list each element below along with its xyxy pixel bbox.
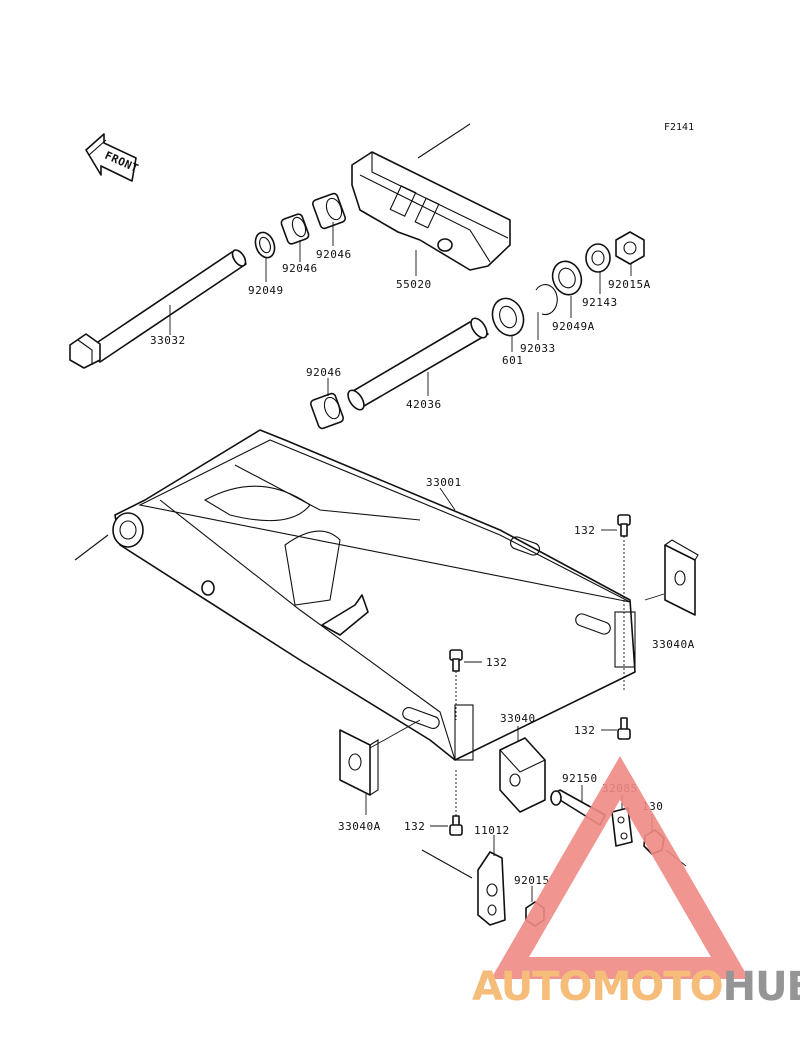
part-33040-adjuster-block [499, 737, 546, 813]
svg-text:AUTOMOTOHUB: AUTOMOTOHUB [472, 964, 800, 1010]
part-92143-collar [585, 243, 611, 273]
part-92033-circlip [535, 284, 558, 316]
part-92049A-seal [551, 260, 583, 296]
part-33040A-bracket-left [339, 729, 379, 796]
label-33032: 33032 [150, 334, 186, 347]
leader-lines [169, 222, 687, 902]
label-92046-c: 92046 [306, 366, 342, 379]
part-132-bolt-top-right [617, 514, 631, 690]
watermark-brand-part1: AUTOMOTO [472, 964, 723, 1010]
part-55020-chain-guide [351, 123, 511, 271]
label-92150: 92150 [562, 772, 598, 785]
label-92046-b: 92046 [316, 248, 352, 261]
label-92049: 92049 [248, 284, 284, 297]
part-601-ball-bearing [491, 297, 525, 337]
label-92015: 92015 [514, 874, 550, 887]
diagram-ref-code: F2141 [664, 122, 694, 133]
label-132-b: 132 [486, 656, 507, 669]
label-33040A-a: 33040A [652, 638, 695, 651]
label-33040A-b: 33040A [338, 820, 381, 833]
part-132-bolt-center-bottom [449, 770, 463, 836]
part-132-bolt-bottom-right [617, 717, 631, 740]
label-92143: 92143 [582, 296, 618, 309]
label-132-a: 132 [574, 524, 595, 537]
label-55020: 55020 [396, 278, 432, 291]
label-132-d: 132 [404, 820, 425, 833]
part-32085-plate [611, 807, 633, 847]
label-42036: 42036 [406, 398, 442, 411]
label-92033: 92033 [520, 342, 556, 355]
label-33040: 33040 [500, 712, 536, 725]
part-42036-sleeve [347, 317, 489, 411]
part-92049-seal [254, 231, 276, 259]
label-33001: 33001 [426, 476, 462, 489]
part-92015A-nut [615, 231, 645, 265]
label-132-c: 132 [574, 724, 595, 737]
part-92046-bearing-a [280, 213, 310, 245]
watermark-brand-part2: HUB [723, 964, 800, 1010]
part-labels: 33032 92049 92046 92046 55020 92015A 921… [150, 248, 695, 887]
part-92046-bearing-c [309, 392, 345, 430]
label-92015A: 92015A [608, 278, 651, 291]
part-11012-bracket [421, 849, 506, 926]
label-92049A: 92049A [552, 320, 595, 333]
part-33001-swingarm [74, 429, 636, 761]
label-92046-a: 92046 [282, 262, 318, 275]
part-33032-shaft [69, 249, 247, 369]
part-92046-bearing-b [311, 192, 347, 230]
part-132-bolt-center-top [449, 649, 463, 720]
label-11012: 11012 [474, 824, 510, 837]
part-33040A-bracket-right [664, 539, 699, 616]
watermark-logo: AUTOMOTOHUB [472, 756, 800, 1010]
label-601: 601 [502, 354, 523, 367]
front-arrow-icon: FRONT [85, 133, 141, 182]
